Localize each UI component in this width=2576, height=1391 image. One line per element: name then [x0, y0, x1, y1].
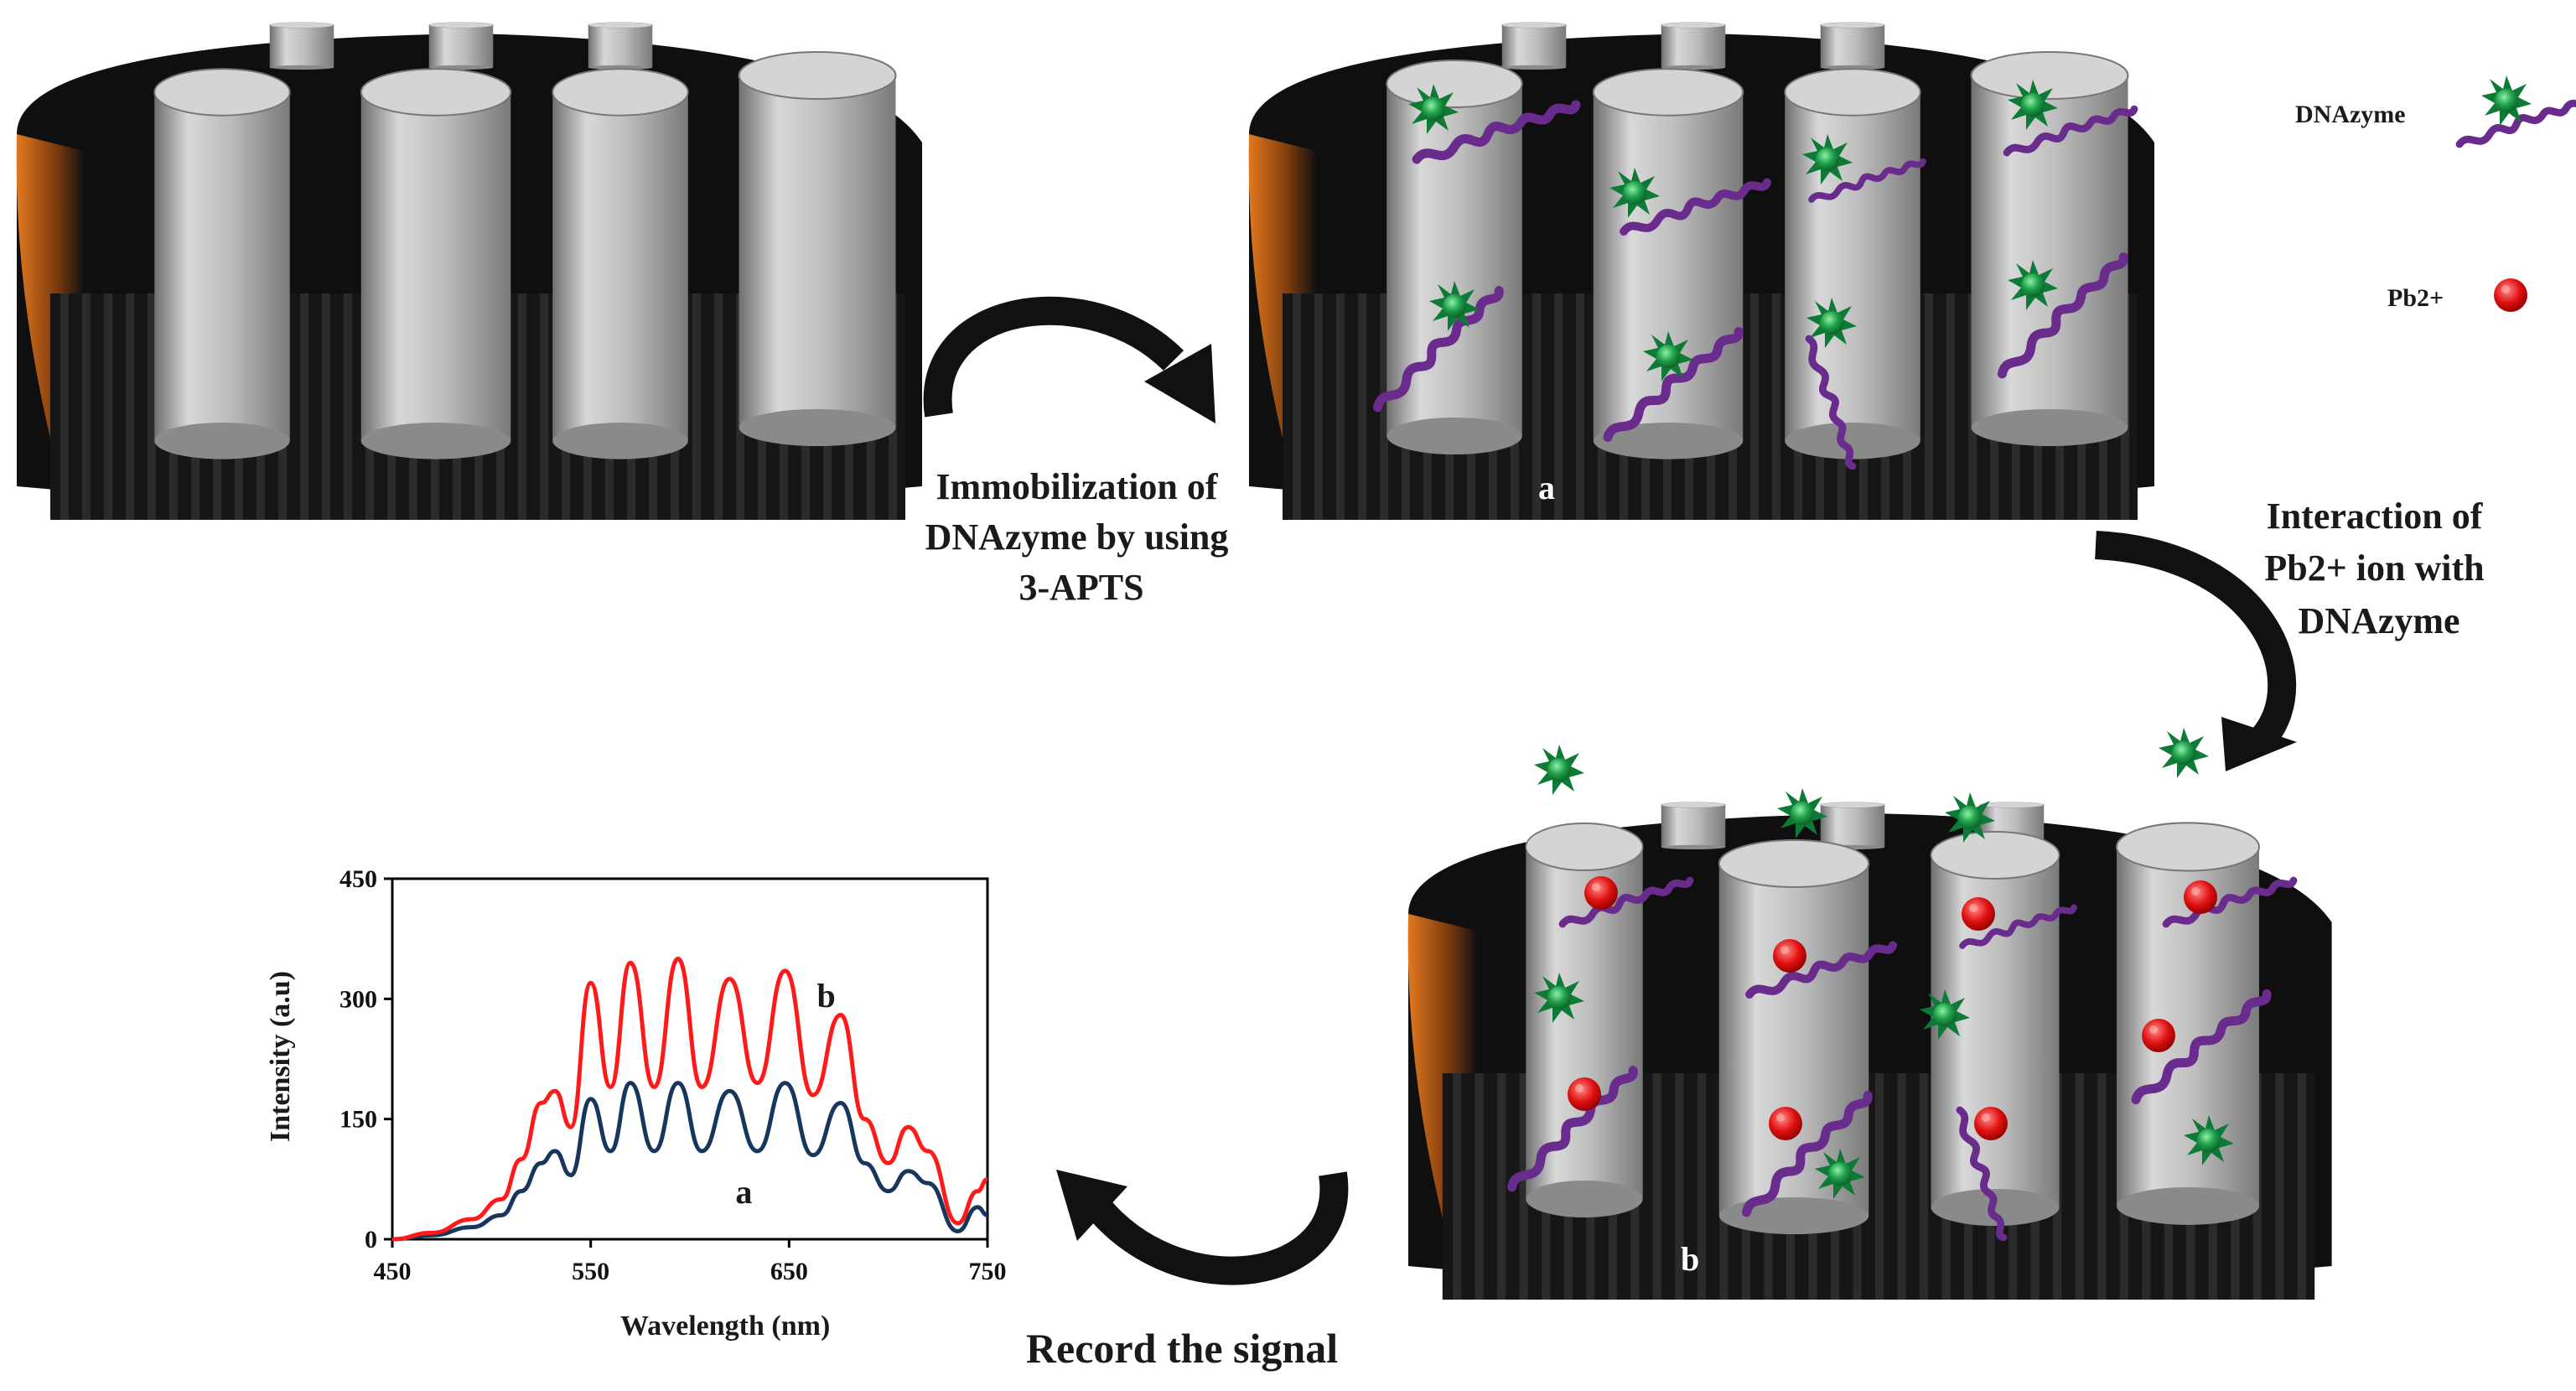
legend: DNAzyme Pb2+ [2295, 75, 2576, 312]
chart-plot-area [391, 877, 989, 1241]
chart-x-label: Wavelength (nm) [620, 1311, 830, 1342]
series-label-b: b [816, 977, 835, 1015]
y-tick-label: 300 [339, 985, 377, 1013]
y-tick-label: 150 [339, 1106, 377, 1134]
arrow-record [1056, 1170, 1349, 1285]
legend-pb-icon [2494, 278, 2527, 312]
y-tick-label: 0 [365, 1226, 377, 1253]
panel-b-label: b [1681, 1240, 1699, 1278]
chart-y-label: Intensity (a.u) [265, 971, 296, 1142]
arrow-interaction [2095, 531, 2297, 771]
chart-x-axis: 450 550 650 750 [374, 1239, 1007, 1285]
step2-label: Interaction of Pb2+ ion with DNAzyme [2264, 496, 2493, 641]
step1-label: Immobilization of DNAzyme by using 3-APT… [925, 466, 1238, 608]
y-tick-label: 450 [339, 865, 377, 893]
x-tick-label: 750 [969, 1258, 1007, 1285]
series-label-a: a [735, 1173, 752, 1211]
series-line-a [391, 1081, 988, 1242]
legend-dnazyme-label: DNAzyme [2295, 101, 2406, 128]
legend-pb-label: Pb2+ [2387, 284, 2444, 312]
x-tick-label: 450 [374, 1258, 412, 1285]
pb-treated-substrate: b [1407, 802, 2332, 1300]
dnazyme-immobilized-substrate: a [1248, 22, 2154, 520]
series-line-b [391, 957, 988, 1242]
bare-porous-substrate [16, 22, 923, 520]
panel-a-label: a [1538, 469, 1555, 506]
chart-y-axis: 0 150 300 450 [339, 865, 392, 1253]
x-tick-label: 650 [770, 1258, 808, 1285]
step3-label: Record the signal [1026, 1325, 1338, 1372]
chart-series: ab [391, 957, 988, 1242]
x-tick-label: 550 [572, 1258, 609, 1285]
arrow-immobilization [923, 296, 1215, 423]
